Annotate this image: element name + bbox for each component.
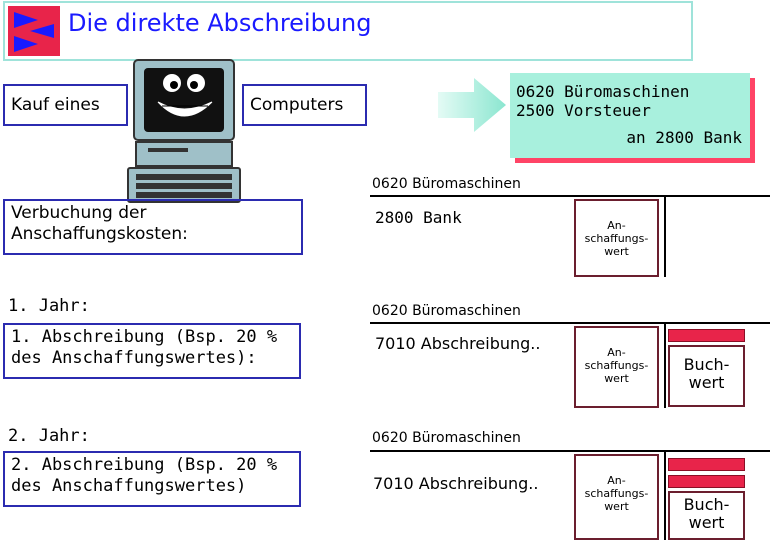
anschaffungswert-label-2: An-schaffungs-wert	[584, 346, 649, 385]
entry-abschreibung-2: 7010 Abschreibung..	[373, 474, 539, 493]
abschreibung-1-label: 1. Abschreibung (Bsp. 20 % des Anschaffu…	[11, 327, 278, 368]
arrow-right-icon	[438, 78, 506, 132]
booking-line-3: an 2800 Bank	[626, 128, 742, 147]
kauf-left-text: Kauf eines	[11, 95, 100, 115]
buchwert-box-1: Buch-wert	[668, 345, 745, 407]
anschaffungswert-box-3: An-schaffungs-wert	[574, 454, 659, 540]
anschaffungswert-box-2: An-schaffungs-wert	[574, 326, 659, 408]
t-account-top-3	[370, 450, 770, 452]
t-account-divider-2	[664, 322, 666, 408]
buchwert-box-2: Buch-wert	[668, 491, 745, 540]
buchwert-label-2: Buch-wert	[683, 495, 730, 532]
computer-icon	[127, 59, 241, 203]
abschreibung-bar-1	[668, 329, 745, 342]
computers-label-box: Computers	[242, 84, 367, 126]
account-title-2: 0620 Büromaschinen	[372, 303, 521, 319]
booking-line-1: 0620 Büromaschinen	[516, 82, 690, 101]
t-account-top-1	[370, 195, 770, 197]
verbuchung-box: Verbuchung der Anschaffungskosten:	[3, 199, 303, 255]
account-title-1: 0620 Büromaschinen	[372, 176, 521, 192]
jahr-2-heading: 2. Jahr:	[8, 426, 90, 446]
jahr-1-heading: 1. Jahr:	[8, 296, 90, 316]
anschaffungswert-label-1: An-schaffungs-wert	[584, 219, 649, 258]
title-box	[3, 1, 693, 61]
abschreibung-2-label: 2. Abschreibung (Bsp. 20 % des Anschaffu…	[11, 455, 278, 496]
kauf-right-text: Computers	[250, 95, 344, 115]
abschreibung-bar-2a	[668, 458, 745, 471]
t-account-divider-3	[664, 450, 666, 540]
anschaffungswert-label-3: An-schaffungs-wert	[584, 474, 649, 513]
t-account-divider-1	[664, 195, 666, 277]
logo-icon	[8, 6, 60, 56]
page-title: Die direkte Abschreibung	[68, 9, 372, 37]
abschreibung-1-box: 1. Abschreibung (Bsp. 20 % des Anschaffu…	[3, 323, 301, 379]
entry-abschreibung-1: 7010 Abschreibung..	[375, 334, 541, 353]
booking-box: 0620 Büromaschinen 2500 Vorsteuer an 280…	[510, 73, 750, 158]
account-title-3: 0620 Büromaschinen	[372, 430, 521, 446]
entry-bank: 2800 Bank	[375, 208, 462, 227]
t-account-top-2	[370, 322, 770, 324]
buchwert-label-1: Buch-wert	[683, 355, 730, 392]
abschreibung-bar-2b	[668, 475, 745, 488]
kauf-label-box: Kauf eines	[3, 84, 128, 126]
booking-line-2: 2500 Vorsteuer	[516, 101, 651, 120]
verbuchung-label: Verbuchung der Anschaffungskosten:	[11, 203, 188, 244]
anschaffungswert-box-1: An-schaffungs-wert	[574, 199, 659, 277]
abschreibung-2-box: 2. Abschreibung (Bsp. 20 % des Anschaffu…	[3, 451, 301, 507]
